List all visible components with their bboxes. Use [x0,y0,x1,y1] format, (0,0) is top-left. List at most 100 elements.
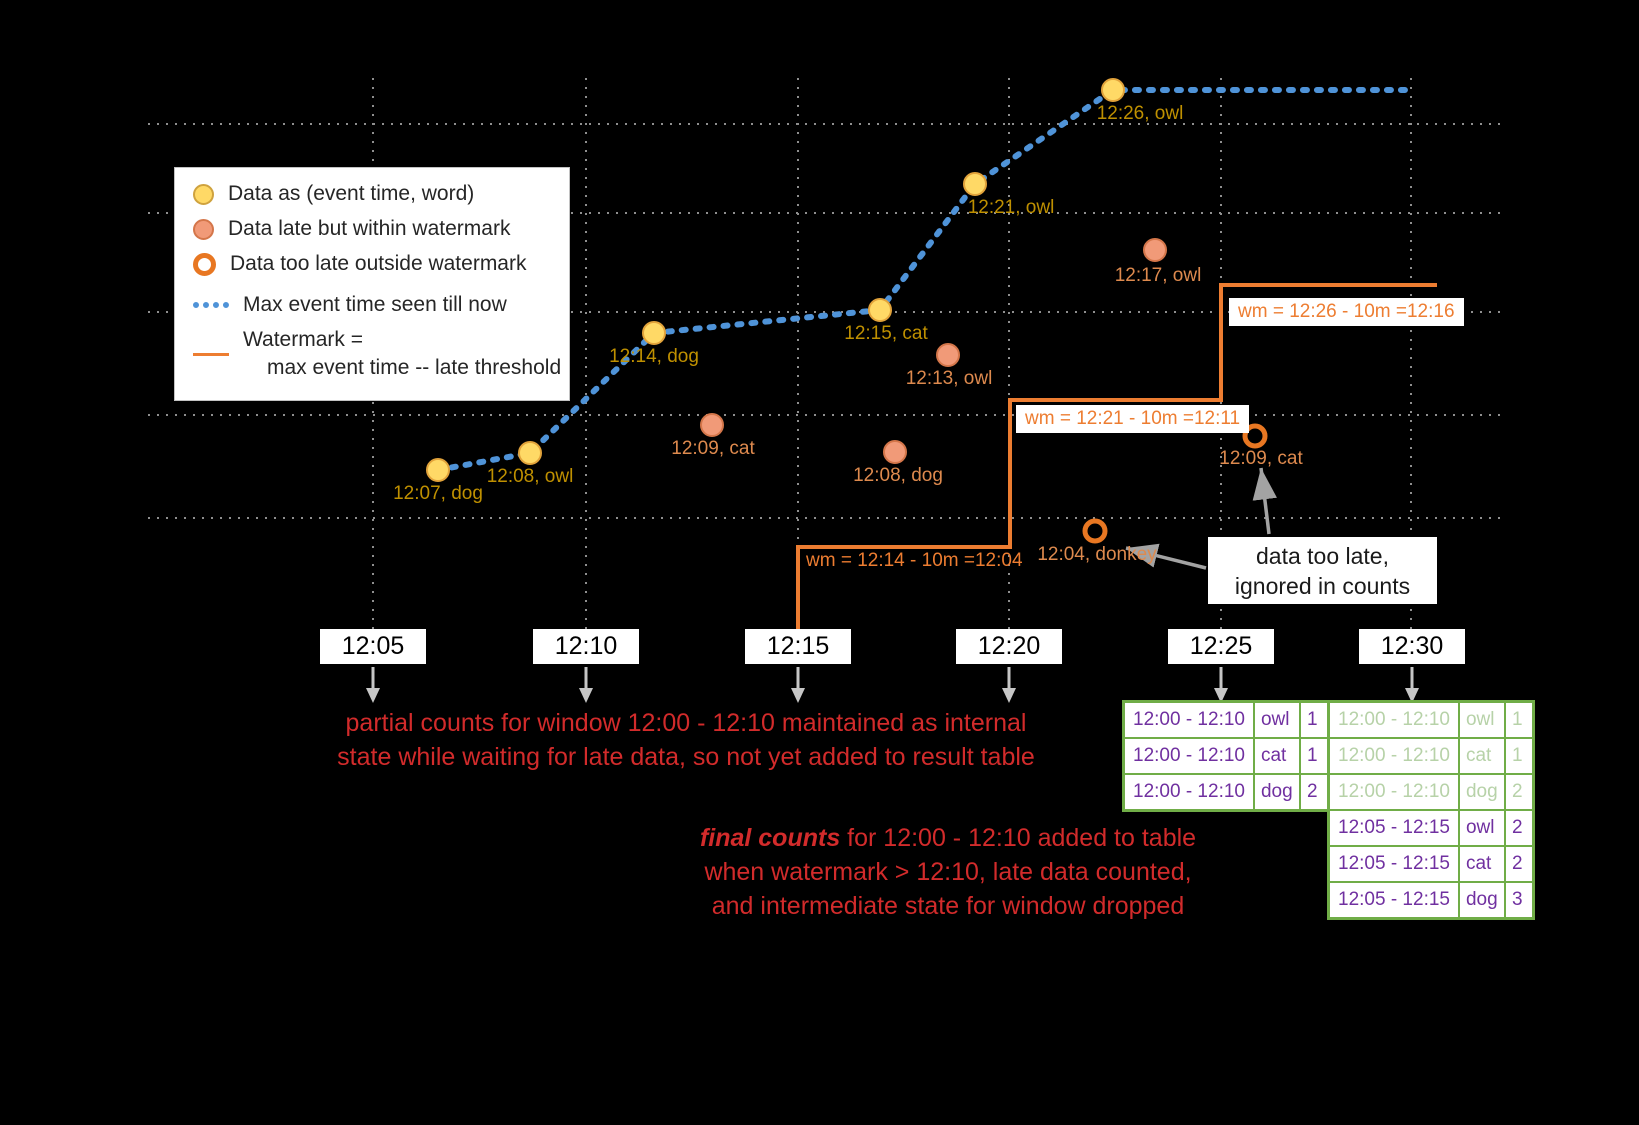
on-time-dot-icon [193,183,214,205]
count-cell: 2 [1299,773,1330,812]
partial-counts-line1: partial counts for window 12:00 - 12:10 … [345,709,1027,737]
count-cell: 1 [1504,737,1535,775]
window-cell: 12:00 - 12:10 [1327,773,1460,811]
point-label: 12:13, owl [905,368,993,389]
time-tick-12-25: 12:25 [1168,629,1274,664]
table-row: 12:00 - 12:10 dog 2 [1122,773,1330,812]
legend-label-line2: max event time -- late threshold [267,356,562,379]
point-label: 12:08, owl [486,466,574,487]
too-late-ring-icon [193,252,216,276]
table-row: 12:00 - 12:10 cat 1 [1122,737,1330,775]
word-cell: cat [1252,737,1301,775]
too-late-note: data too late, ignored in counts [1208,537,1437,604]
data-point-on-time [868,298,892,322]
data-point-late [883,440,907,464]
table-row: 12:05 - 12:15 dog 3 [1327,881,1535,920]
word-cell: cat [1457,845,1506,883]
table-row-faded: 12:00 - 12:10 owl 1 [1327,700,1535,739]
tick-arrowhead [579,688,593,703]
window-cell: 12:00 - 12:10 [1327,737,1460,775]
point-label: 12:08, dog [853,465,943,486]
watermark-line [796,283,1437,633]
point-label: 12:04, donkey [1037,544,1157,565]
blue-dotted-line-icon [193,302,229,308]
time-tick-12-05: 12:05 [320,629,426,664]
legend-label: Data late but within watermark [228,217,511,240]
word-cell: dog [1457,773,1506,811]
window-cell: 12:05 - 12:15 [1327,845,1460,883]
late-dot-icon [193,218,214,240]
window-cell: 12:00 - 12:10 [1122,773,1255,812]
window-cell: 12:00 - 12:10 [1122,700,1255,739]
legend-item-too-late: Data too late outside watermark [193,252,569,276]
data-point-late [1143,238,1167,262]
result-table-12-25: 12:00 - 12:10 owl 1 12:00 - 12:10 cat 1 … [1122,700,1330,812]
point-label: 12:09, cat [671,438,755,459]
result-table-12-30: 12:00 - 12:10 owl 1 12:00 - 12:10 cat 1 … [1327,700,1535,920]
time-tick-12-30: 12:30 [1359,629,1465,664]
data-point-on-time [518,441,542,465]
word-cell: owl [1252,700,1301,739]
table-row: 12:05 - 12:15 cat 2 [1327,845,1535,883]
final-counts-line2: when watermark > 12:10, late data counte… [704,858,1192,886]
tick-arrowhead [1214,688,1228,703]
too-late-note-line1: data too late, [1256,542,1389,569]
tick-arrowhead [366,688,380,703]
final-counts-note: final counts for 12:00 - 12:10 added to … [670,821,1226,923]
count-cell: 2 [1504,845,1535,883]
point-label: 12:07, dog [393,483,483,504]
watermark-label-2: wm = 12:21 - 10m =12:11 [1016,405,1250,433]
too-late-arrow-donkey [1125,543,1207,570]
point-label: 12:21, owl [967,197,1055,218]
final-counts-rest: for 12:00 - 12:10 added to table [840,824,1197,852]
window-cell: 12:05 - 12:15 [1327,881,1460,920]
data-point-late [700,413,724,437]
time-tick-12-15: 12:15 [745,629,851,664]
point-label: 12:14, dog [609,346,699,367]
word-cell: owl [1457,700,1506,739]
count-cell: 3 [1504,881,1535,920]
data-point-late [936,343,960,367]
data-point-too-late [1242,423,1268,449]
legend: Data as (event time, word) Data late but… [175,168,569,400]
count-cell: 1 [1299,700,1330,739]
final-counts-line1: final counts for 12:00 - 12:10 added to … [670,821,1226,855]
count-cell: 2 [1504,809,1535,847]
point-label: 12:15, cat [844,323,928,344]
data-point-on-time [426,458,450,482]
too-late-arrow-cat [1252,467,1277,535]
legend-label: Max event time seen till now [243,293,507,316]
partial-counts-note: partial counts for window 12:00 - 12:10 … [306,706,1066,774]
word-cell: dog [1457,881,1506,920]
legend-label: Data too late outside watermark [230,252,527,275]
table-row: 12:00 - 12:10 owl 1 [1122,700,1330,739]
time-tick-12-10: 12:10 [533,629,639,664]
window-cell: 12:00 - 12:10 [1122,737,1255,775]
legend-item-watermark: Watermark = max event time -- late thres… [193,328,569,380]
watermark-label-1: wm = 12:14 - 10m =12:04 [806,550,1023,571]
count-cell: 1 [1504,700,1535,739]
window-cell: 12:05 - 12:15 [1327,809,1460,847]
legend-label: Watermark = [243,328,363,351]
count-cell: 2 [1504,773,1535,811]
max-event-time-line [435,87,1417,473]
legend-label-group: Watermark = max event time -- late thres… [243,328,561,380]
word-cell: owl [1457,809,1506,847]
table-row: 12:05 - 12:15 owl 2 [1327,809,1535,847]
word-cell: dog [1252,773,1301,812]
watermark-label-3: wm = 12:26 - 10m =12:16 [1229,298,1464,326]
tick-arrowhead [1405,688,1419,703]
data-point-on-time [642,321,666,345]
data-point-too-late [1082,518,1108,544]
legend-item-max-event-time: Max event time seen till now [193,293,569,317]
point-label: 12:17, owl [1114,265,1202,286]
data-point-on-time [1101,78,1125,102]
table-row-faded: 12:00 - 12:10 cat 1 [1327,737,1535,775]
table-row-faded: 12:00 - 12:10 dog 2 [1327,773,1535,811]
time-tick-12-20: 12:20 [956,629,1062,664]
count-cell: 1 [1299,737,1330,775]
window-cell: 12:00 - 12:10 [1327,700,1460,739]
data-point-on-time [963,172,987,196]
